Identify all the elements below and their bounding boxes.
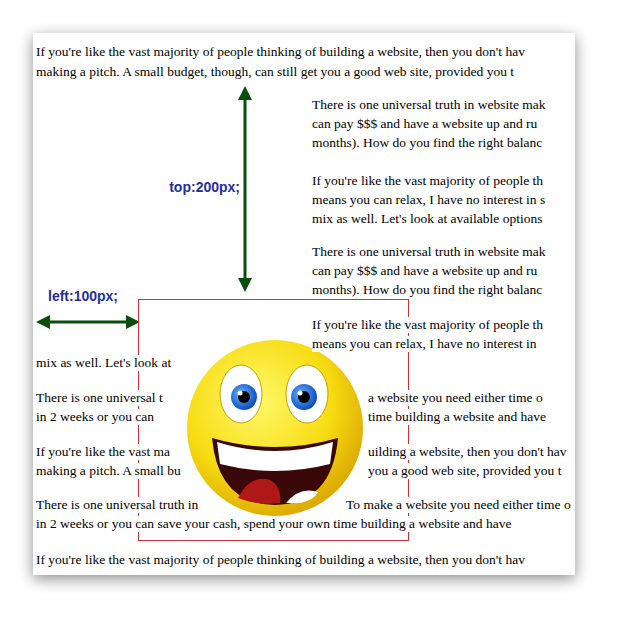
body-text-line: If you're like the vast majority of peop…	[36, 552, 525, 568]
css-property-label: left:100px;	[48, 288, 118, 304]
top-offset-arrow	[238, 86, 252, 292]
body-text-line: time building a website and have	[368, 409, 546, 425]
body-text-line: months). How do you find the right balan…	[312, 135, 542, 151]
body-text-line: There is one universal truth in	[36, 497, 198, 513]
body-text-line: making a pitch. A small bu	[36, 463, 181, 479]
body-text-line: If you're like the vast majority of peop…	[36, 44, 525, 60]
body-text-line: If you're like the vast majority of peop…	[312, 173, 543, 189]
body-text-line: in 2 weeks or you can	[36, 409, 154, 425]
body-text-line: mix as well. Let's look at available opt…	[312, 211, 542, 227]
body-text-line: means you can relax, I have no interest …	[312, 336, 537, 352]
body-text-line: If you're like the vast majority of peop…	[312, 317, 543, 333]
body-text-line: can pay $$$ and have a website up and ru	[312, 116, 537, 132]
body-text-line: making a pitch. A small budget, though, …	[36, 64, 514, 80]
smiley-image	[187, 340, 363, 516]
css-property-label: top:200px;	[169, 179, 240, 195]
body-text-line: There is one universal truth in website …	[312, 244, 546, 260]
body-text-line: means you can relax, I have no interest …	[312, 192, 545, 208]
left-offset-arrow	[36, 315, 140, 329]
body-text-line: uilding a website, then you don't hav	[368, 444, 567, 460]
body-text-line: can pay $$$ and have a website up and ru	[312, 263, 537, 279]
body-text-line: a website you need either time o	[368, 390, 543, 406]
body-text-line: mix as well. Let's look at	[36, 355, 171, 371]
body-text-line: in 2 weeks or you can save your cash, sp…	[36, 516, 511, 532]
body-text-line: There is one universal t	[36, 390, 163, 406]
body-text-line: If you're like the vast ma	[36, 444, 170, 460]
body-text-line: There is one universal truth in website …	[312, 97, 546, 113]
body-text-line: months). How do you find the right balan…	[312, 282, 542, 298]
body-text-line: you a good web site, provided you t	[368, 463, 561, 479]
body-text-line: To make a website you need either time o	[346, 497, 571, 513]
